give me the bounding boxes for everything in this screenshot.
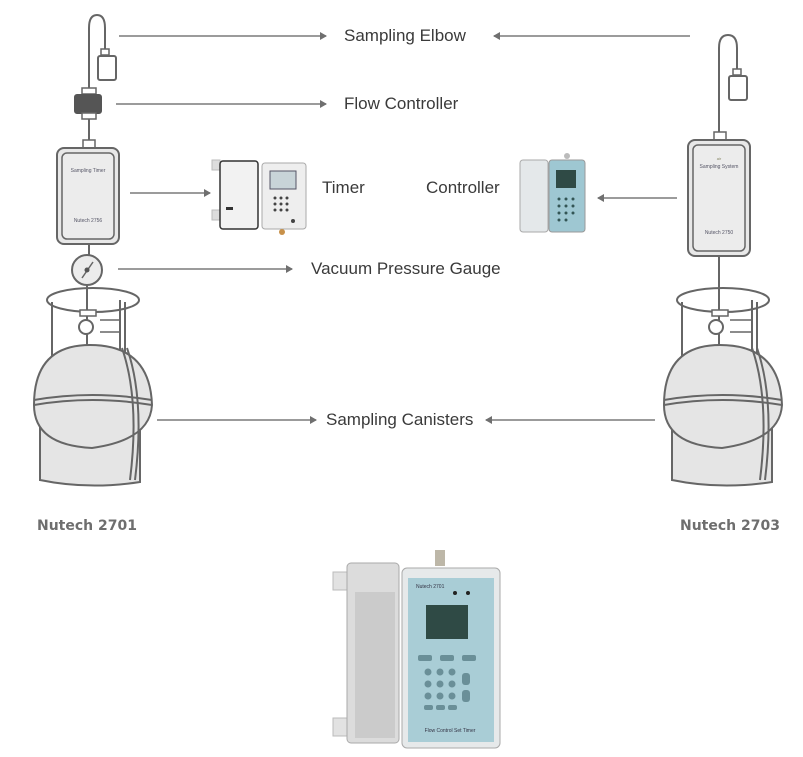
label-controller: Controller	[426, 178, 500, 197]
bottom-controller-device-photo	[332, 550, 501, 749]
connector-arrows	[116, 32, 690, 424]
left-system-illustration	[32, 13, 154, 487]
right-canister-icon	[662, 256, 784, 487]
label-vacuum-pressure-gauge: Vacuum Pressure Gauge	[311, 259, 501, 278]
label-flow-controller: Flow Controller	[344, 94, 459, 113]
left-vacuum-gauge-icon	[71, 254, 103, 286]
left-flow-controller-icon	[74, 87, 102, 149]
label-sampling-canisters: Sampling Canisters	[326, 410, 474, 429]
right-sampling-elbow-icon	[718, 33, 748, 132]
model-label-right: Nutech 2703	[680, 518, 780, 534]
model-label-left: Nutech 2701	[37, 518, 137, 534]
right-box-model: Nutech 2750	[705, 230, 734, 236]
right-box-title: Sampling System	[700, 164, 739, 170]
left-timer-box-icon	[56, 147, 120, 245]
right-system-illustration	[662, 33, 784, 487]
left-sampling-elbow-icon	[88, 13, 117, 120]
left-box-title: Sampling Timer	[71, 168, 106, 174]
left-canister-icon	[32, 285, 154, 487]
timer-device-photo	[211, 159, 307, 235]
controller-device-photo	[519, 153, 586, 233]
right-sampling-system-box-icon	[687, 139, 751, 257]
label-sampling-elbow: Sampling Elbow	[344, 26, 466, 45]
label-timer: Timer	[322, 178, 365, 197]
right-box-logo: air	[717, 156, 722, 161]
bottom-device-footer: Flow Control Set Timer	[425, 728, 476, 734]
left-box-model: Nutech 2756	[74, 218, 103, 224]
bottom-device-header: Nutech 2701	[416, 584, 445, 590]
